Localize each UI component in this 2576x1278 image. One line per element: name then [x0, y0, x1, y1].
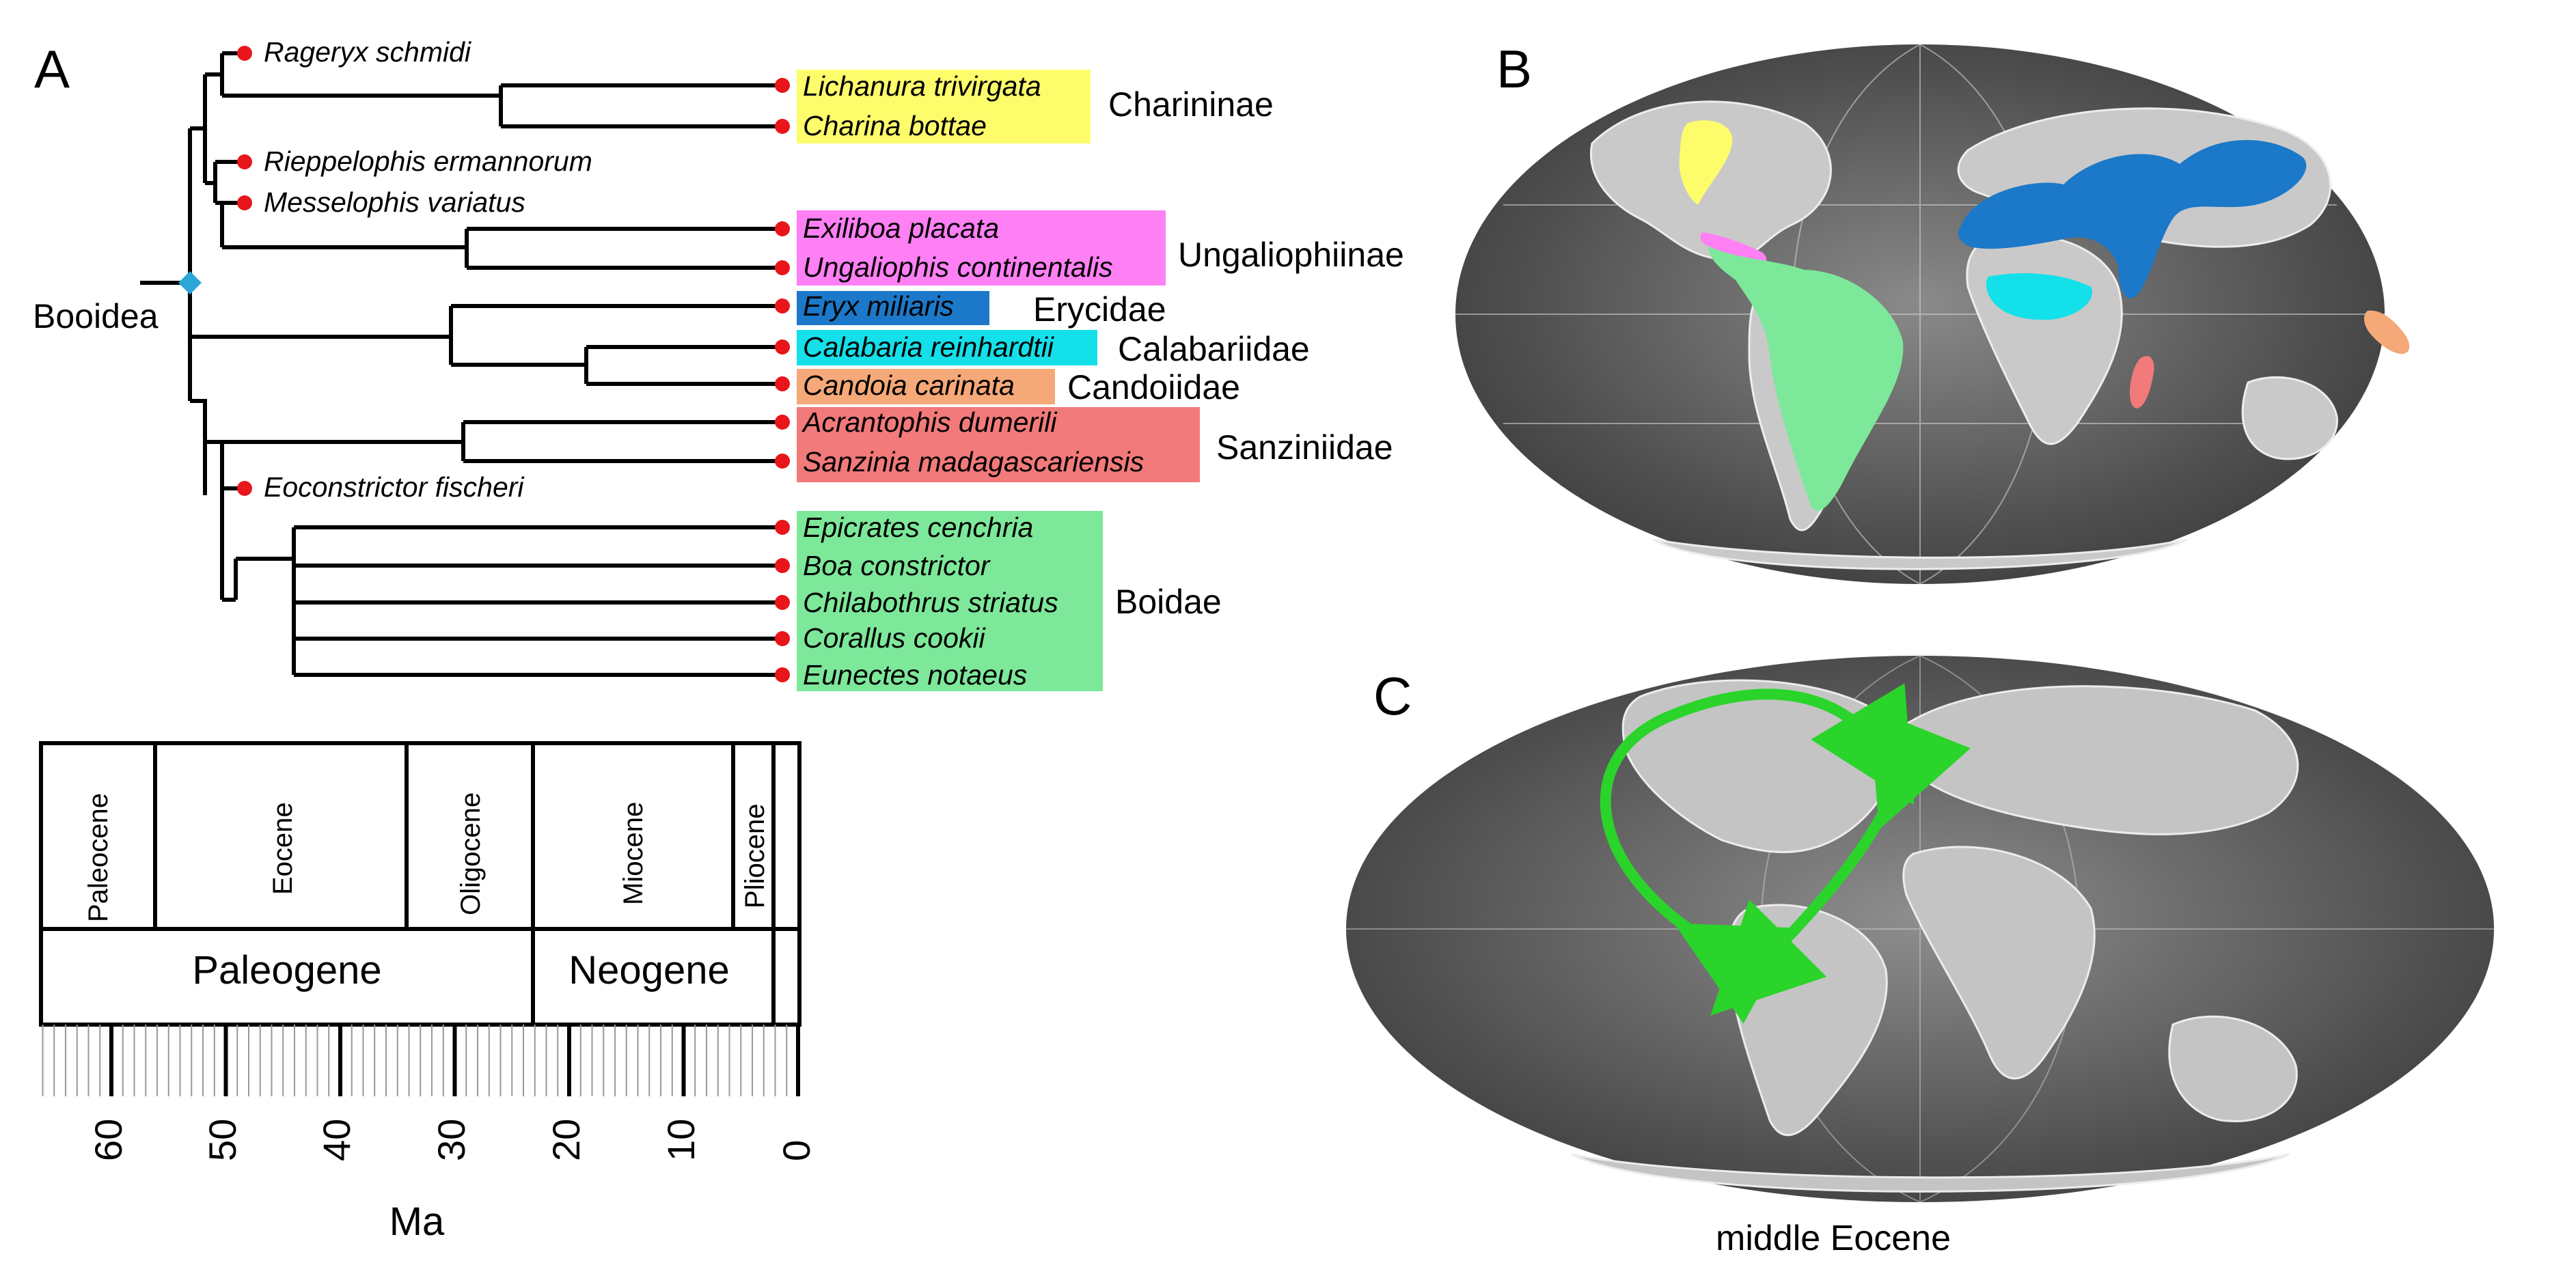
taxon-label: Ungaliophis continentalis	[803, 251, 1113, 283]
tick-label: 40	[315, 1119, 358, 1161]
range-ungaliophiinae	[1700, 232, 1767, 266]
tick-label: 10	[659, 1119, 702, 1161]
tip-dot	[775, 415, 790, 430]
antarctica-landmass	[1653, 538, 2187, 570]
tip-dot	[775, 119, 790, 134]
family-label: Erycidae	[1033, 290, 1166, 329]
australia-landmass	[2241, 376, 2338, 460]
period-label: Neogene	[568, 948, 729, 992]
epoch-label: Eocene	[268, 802, 298, 895]
taxon-label: Charina bottae	[803, 110, 987, 141]
tip-dots	[237, 46, 790, 682]
geologic-timescale: Paleocene Eocene Oligocene Miocene Plioc…	[39, 741, 818, 1244]
tick-label: 50	[201, 1119, 244, 1161]
eocene-australia	[2168, 1015, 2298, 1122]
taxon-label: Eoconstrictor fischeri	[264, 471, 525, 503]
taxon-labels: Rageryx schmidi Lichanura trivirgata Cha…	[264, 36, 1144, 691]
taxon-label: Corallus cookii	[803, 622, 986, 654]
tip-dot	[775, 339, 790, 355]
range-erycidae	[1958, 140, 2307, 298]
taxon-label: Boa constrictor	[803, 550, 991, 581]
tip-dot	[775, 376, 790, 391]
period-label: Paleogene	[192, 948, 381, 992]
map-c-caption: middle Eocene	[1716, 1219, 1951, 1258]
tip-dot	[775, 631, 790, 646]
family-label: Calabariidae	[1118, 330, 1310, 368]
tip-dot	[237, 46, 252, 61]
timescale-minor-ticks	[42, 1025, 788, 1096]
sanziniidae-box	[797, 407, 1200, 482]
phylogenetic-tree	[140, 51, 782, 677]
family-label: Charininae	[1108, 85, 1274, 124]
tip-dot	[237, 154, 252, 169]
panel-label-b: B	[1496, 39, 1532, 99]
tip-dot	[775, 78, 790, 93]
family-label: Sanziniidae	[1216, 428, 1393, 467]
range-candoiidae	[2363, 310, 2410, 355]
epoch-label: Oligocene	[456, 792, 486, 915]
taxon-label: Messelophis variatus	[264, 186, 525, 218]
taxon-label: Exiliboa placata	[803, 212, 999, 244]
family-labels: Charininae Ungaliophiinae Erycidae Calab…	[1033, 85, 1404, 621]
timescale-major-ticks	[109, 1025, 800, 1096]
tip-dot	[775, 454, 790, 469]
clade-highlight-boxes	[797, 70, 1200, 691]
taxon-label: Lichanura trivirgata	[803, 70, 1041, 102]
taxon-label: Sanzinia madagascariensis	[803, 446, 1144, 477]
calabariidae-box	[797, 330, 1097, 365]
world-map-b	[1455, 44, 2410, 585]
axis-title: Ma	[389, 1199, 445, 1244]
candoiidae-box	[797, 369, 1055, 404]
taxon-label: Acrantophis dumerili	[801, 406, 1058, 438]
family-label: Ungaliophiinae	[1178, 236, 1404, 274]
ungaliophiinae-box	[797, 210, 1166, 286]
tip-dot	[775, 260, 790, 275]
world-map-c: middle Eocene	[1346, 655, 2494, 1258]
family-label: Boidae	[1115, 583, 1222, 621]
tick-label: 30	[430, 1119, 473, 1161]
taxon-label: Candoia carinata	[803, 370, 1015, 401]
epoch-label: Paleocene	[83, 793, 113, 922]
tip-dot	[775, 221, 790, 236]
tick-label: 0	[775, 1140, 818, 1161]
taxon-label: Eunectes notaeus	[803, 659, 1027, 691]
range-boidae	[1708, 246, 1904, 511]
dispersal-arrow-south	[1710, 707, 1971, 1016]
tip-dot	[775, 595, 790, 610]
taxon-label: Calabaria reinhardtii	[803, 331, 1055, 363]
taxon-label: Rageryx schmidi	[264, 36, 472, 68]
range-calabariidae	[1986, 273, 2092, 320]
eocene-antarctica	[1571, 1153, 2290, 1193]
booidea-label: Booidea	[33, 297, 159, 335]
range-charininae	[1679, 120, 1733, 205]
family-label: Candoiidae	[1067, 368, 1240, 406]
tick-label: 60	[87, 1119, 130, 1161]
tip-dot	[775, 298, 790, 314]
taxon-label: Epicrates cenchria	[803, 512, 1033, 543]
panel-label-c: C	[1373, 666, 1412, 726]
taxon-label: Eryx miliaris	[803, 290, 954, 322]
taxon-label: Chilabothrus striatus	[803, 587, 1058, 618]
epoch-label: Miocene	[618, 802, 648, 905]
charininae-box	[797, 70, 1091, 143]
tip-dot	[775, 520, 790, 535]
erycidae-box	[797, 291, 989, 325]
epoch-label: Pliocene	[740, 804, 770, 908]
taxon-label: Rieppelophis ermannorum	[264, 145, 592, 177]
tip-dot	[775, 558, 790, 573]
panel-label-a: A	[34, 39, 70, 99]
booidea-node-marker	[178, 271, 202, 294]
boidae-box	[797, 511, 1103, 691]
range-sanziniidae	[2129, 356, 2154, 408]
dispersal-arrow-north	[1600, 683, 1915, 1024]
tip-dot	[237, 195, 252, 210]
tip-dot	[237, 481, 252, 496]
tip-dot	[775, 667, 790, 682]
tick-label: 20	[545, 1119, 588, 1161]
